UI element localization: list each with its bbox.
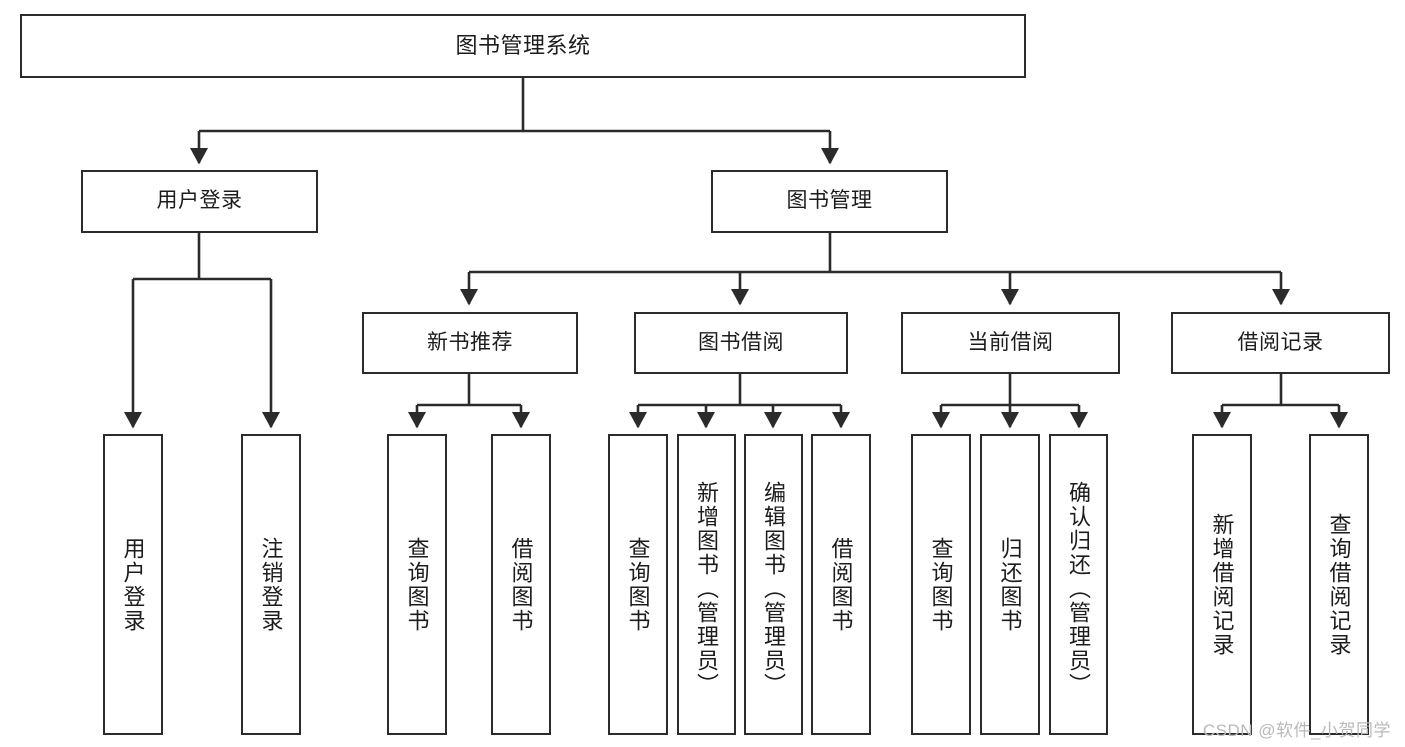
node-book-management[interactable]: 图书管理	[711, 170, 948, 233]
watermark-text: CSDN @软件_小贺同学	[1202, 721, 1391, 740]
node-book-management-system[interactable]: 图书管理系统	[20, 14, 1026, 78]
node-label: 编辑图书（管理员）	[761, 480, 787, 697]
node-label: 图书管理	[786, 189, 873, 213]
node-leaf-query-borrow-record[interactable]: 查询借阅记录	[1309, 434, 1369, 735]
node-label: 当前借阅	[967, 330, 1054, 354]
node-label: 图书管理系统	[455, 33, 591, 59]
node-leaf-query-book-1[interactable]: 查询图书	[387, 434, 447, 735]
node-leaf-user-logout[interactable]: 注销登录	[241, 434, 301, 735]
node-leaf-confirm-return[interactable]: 确认归还（管理员）	[1049, 434, 1108, 735]
node-label: 用户登录	[120, 536, 146, 633]
node-borrow-record[interactable]: 借阅记录	[1171, 312, 1390, 374]
node-leaf-add-book[interactable]: 新增图书（管理员）	[677, 434, 736, 735]
node-label: 注销登录	[258, 536, 284, 633]
node-leaf-edit-book[interactable]: 编辑图书（管理员）	[744, 434, 803, 735]
node-leaf-query-book-2[interactable]: 查询图书	[608, 434, 668, 735]
node-label: 新增图书（管理员）	[694, 480, 720, 697]
node-label: 借阅图书	[828, 536, 854, 633]
node-label: 新书推荐	[427, 330, 513, 354]
node-user-login[interactable]: 用户登录	[81, 170, 318, 233]
node-leaf-user-login[interactable]: 用户登录	[103, 434, 163, 735]
node-book-borrow[interactable]: 图书借阅	[634, 312, 848, 374]
node-leaf-add-borrow-record[interactable]: 新增借阅记录	[1192, 434, 1252, 735]
node-label: 图书借阅	[698, 330, 784, 354]
node-label: 借阅记录	[1237, 330, 1324, 354]
node-leaf-return-book[interactable]: 归还图书	[980, 434, 1040, 735]
node-label: 确认归还（管理员）	[1066, 480, 1092, 697]
node-label: 借阅图书	[508, 536, 534, 633]
node-label: 查询借阅记录	[1326, 512, 1352, 657]
node-label: 用户登录	[156, 189, 243, 213]
node-new-book-recommendation[interactable]: 新书推荐	[362, 312, 578, 374]
node-label: 查询图书	[625, 536, 651, 633]
node-label: 查询图书	[928, 536, 954, 633]
node-label: 查询图书	[404, 536, 430, 633]
node-leaf-borrow-book-1[interactable]: 借阅图书	[491, 434, 551, 735]
node-current-borrow[interactable]: 当前借阅	[901, 312, 1120, 374]
node-leaf-borrow-book-2[interactable]: 借阅图书	[811, 434, 871, 735]
node-label: 新增借阅记录	[1209, 512, 1235, 657]
node-leaf-query-book-3[interactable]: 查询图书	[911, 434, 971, 735]
node-label: 归还图书	[997, 536, 1023, 633]
